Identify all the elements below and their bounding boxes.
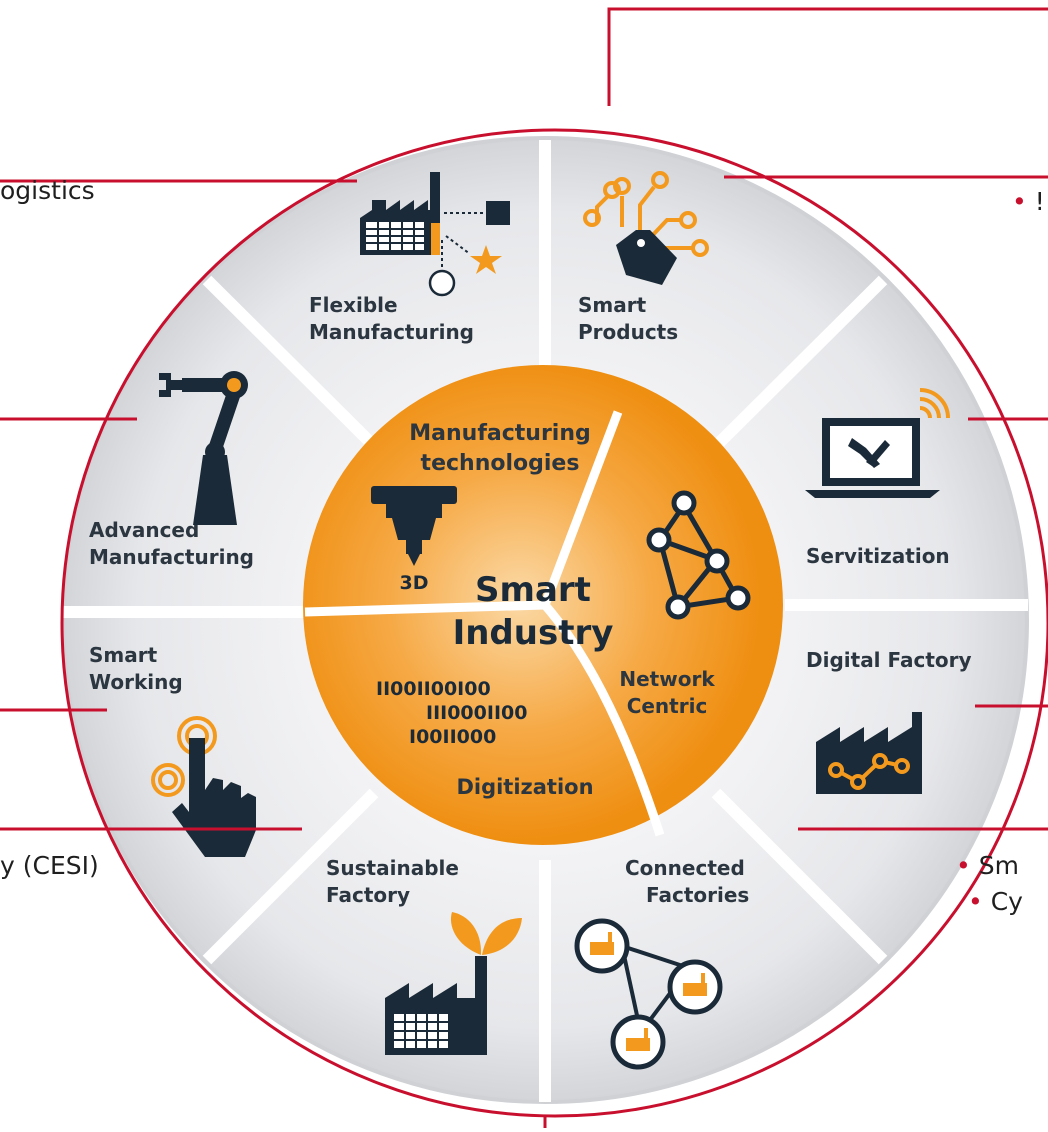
digital-factory-icon [816,712,922,794]
inner-dividers [304,410,665,837]
right-cy-label: Cy [990,887,1023,916]
red-circle-outline [60,128,1048,1118]
label-smart-working-2: Working [89,670,183,694]
connected-factories-icon [574,918,723,1070]
seg-network-label-1: Network [619,667,715,691]
label-sustainable-1: Sustainable [326,856,459,880]
binary-line-1: II00II00I00 [376,678,491,700]
binary-line-2: III000II00 [426,702,527,724]
factory-flexible-icon [360,172,510,297]
bullet: • [956,851,971,880]
right-top-fragment: ! [1034,187,1045,216]
bullet: • [1012,187,1027,216]
bullet: • [968,887,983,916]
seg-network-label-2: Centric [627,694,708,718]
red-callout-lines [0,7,1048,1128]
right-sm-label: Sm [978,851,1019,880]
label-smart-working-1: Smart [89,643,158,667]
binary-line-3: I00II000 [409,726,496,748]
tag-circuit-icon [583,171,709,285]
center-title-1: Smart [475,570,591,610]
3d-printer-icon [371,486,457,566]
seg-manufacturing-label-2: technologies [421,451,580,476]
touch-hand-icon [151,716,256,857]
callout-top [607,7,1048,106]
label-advanced-2: Manufacturing [89,545,254,569]
laptop-tools-icon [805,388,950,498]
label-connected-1: Connected [625,856,745,880]
segment-dividers [63,140,1028,1102]
seg-digitization-label: Digitization [456,775,593,799]
robot-arm-icon [159,371,248,525]
center-title-2: Industry [453,613,614,653]
left-text-logistics: ogistics [0,176,95,205]
seg-manufacturing-label: Manufacturing [409,421,591,446]
right-text-sm: • Sm [956,851,1019,880]
sustainable-factory-icon [385,912,522,1055]
label-digital-factory: Digital Factory [806,648,972,672]
label-3d: 3D [400,572,429,594]
right-top-bullet: • ! [1012,187,1045,216]
label-advanced-1: Advanced [89,518,199,542]
network-icon [646,490,751,620]
label-flexible-2: Manufacturing [309,320,474,344]
right-text-cy: • Cy [968,887,1023,916]
label-smart-products-2: Products [578,320,678,344]
label-connected-2: Factories [646,883,749,907]
left-text-cesi: y (CESI) [0,851,99,880]
label-smart-products-1: Smart [578,293,647,317]
label-flexible-1: Flexible [309,293,398,317]
label-servitization: Servitization [806,544,950,568]
label-sustainable-2: Factory [326,883,410,907]
